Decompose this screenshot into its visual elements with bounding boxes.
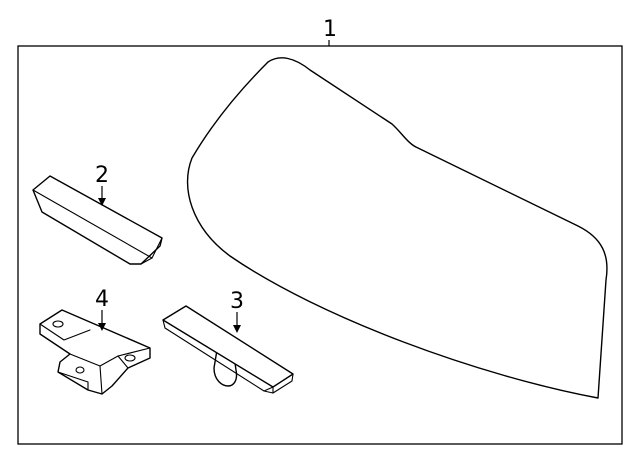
back-glass bbox=[186, 57, 608, 399]
assembly-frame bbox=[17, 45, 623, 445]
callout-2-arrowhead bbox=[98, 198, 106, 206]
callout-3-label: 3 bbox=[230, 289, 244, 314]
callout-4-arrowhead bbox=[98, 323, 106, 331]
callout-4-label: 4 bbox=[95, 287, 109, 312]
mounting-bracket bbox=[39, 309, 151, 395]
spacer-block bbox=[32, 175, 163, 265]
stopper-strip bbox=[162, 305, 294, 394]
callout-1-label: 1 bbox=[323, 17, 337, 42]
callout-2-label: 2 bbox=[95, 163, 109, 188]
callout-3-arrowhead bbox=[233, 325, 241, 333]
